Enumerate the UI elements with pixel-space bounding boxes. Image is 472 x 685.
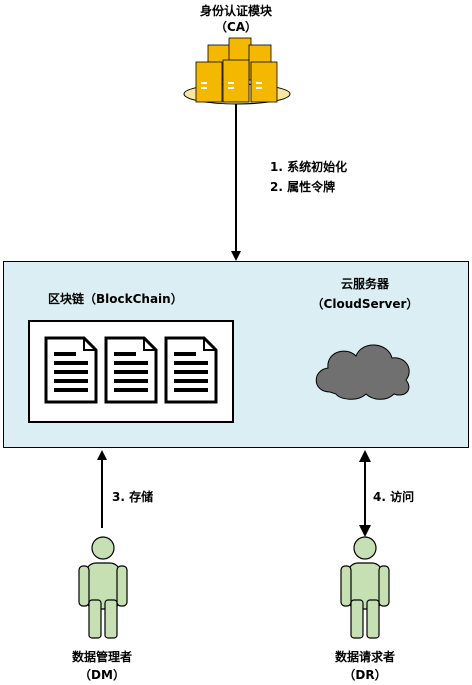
dr-abbr: （DR） (343, 668, 387, 682)
person-icon-dr (340, 536, 390, 639)
blockchain-label: 区块链（BlockChain） (48, 292, 183, 306)
arrow-head-up (359, 450, 371, 462)
ca-abbr: （CA） (214, 20, 258, 34)
step-attribute-token: 2. 属性令牌 (270, 180, 336, 194)
ca-title: 身份认证模块 (199, 4, 272, 18)
cloud-server-title: 云服务器 (340, 277, 389, 291)
server-cluster-icon (195, 37, 278, 103)
dm-title: 数据管理者 (71, 650, 132, 664)
step-access: 4. 访问 (373, 490, 415, 504)
person-icon-dm (78, 536, 128, 639)
cloud-server-abbr: （CloudServer） (311, 297, 419, 311)
document-icon (104, 336, 158, 404)
cloud-icon (315, 344, 410, 400)
document-icon (164, 336, 218, 404)
arrow-head-down (359, 525, 371, 537)
step-store: 3. 存储 (112, 490, 154, 504)
step-system-init: 1. 系统初始化 (270, 160, 348, 174)
dm-abbr: （DM） (79, 668, 125, 682)
document-icon (44, 336, 98, 404)
dr-title: 数据请求者 (334, 650, 395, 664)
